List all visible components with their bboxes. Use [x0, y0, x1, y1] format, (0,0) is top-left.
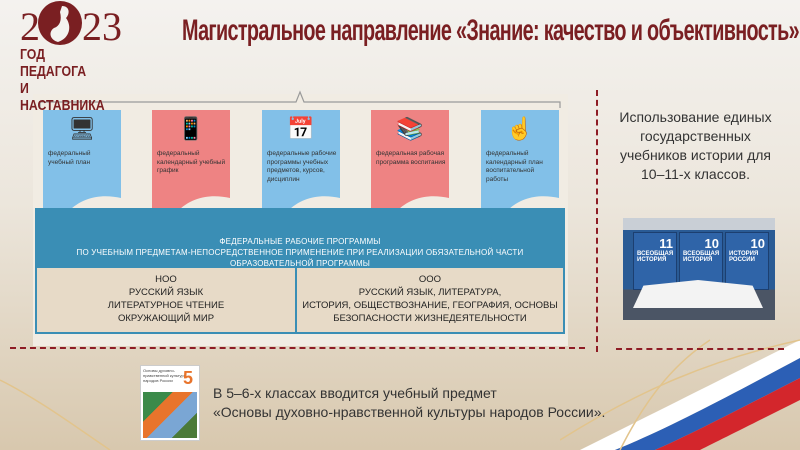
logo-line2: И НАСТАВНИКА — [20, 80, 105, 114]
flag-work-programs: 📅 федеральные рабочие программы учебных п… — [262, 110, 340, 212]
divider-dashed-vertical — [596, 90, 598, 352]
cover-grade: 5 — [182, 368, 193, 388]
divider-dashed-left — [10, 347, 585, 349]
flag-calendar-schedule: 📱 федеральный календарный учебный график — [152, 110, 230, 212]
bar-line2: по учебным предметам-непосредственное пр… — [76, 248, 524, 268]
cell-noo: НОО Русский язык Литературное чтение Окр… — [35, 266, 297, 334]
flag-upbringing-program: 📚 федеральная рабочая программа воспитани… — [371, 110, 449, 212]
divider-dashed-right — [616, 348, 784, 350]
page-title: Магистральное направление «Знание: качес… — [182, 14, 800, 47]
logo-2023-pelican: 2 23 — [20, 1, 122, 46]
flag-federal-curriculum: 🖥 федеральный учебный план — [43, 110, 121, 212]
cell-line: Русский язык, литература, — [358, 287, 502, 298]
book-grade: 10 — [704, 236, 719, 251]
history-textbooks-text: Использование единых государственных уче… — [619, 109, 772, 182]
flag-label: федеральный календарный учебный график — [157, 150, 226, 174]
cover-title: Основы духовно-нравственной культуры нар… — [143, 368, 187, 383]
logo-line1: ГОД ПЕДАГОГА — [20, 46, 87, 80]
odnknr-text: В 5–6-х классах вводится учебный предмет… — [213, 384, 605, 422]
teacher-computer-icon: 🖥 — [68, 116, 96, 141]
flag-label: федеральный учебный план — [48, 150, 91, 166]
book-title: ИСТОРИЯ РОССИИ — [729, 251, 759, 263]
flag-label: федеральная рабочая программа воспитания — [376, 150, 446, 166]
bar-line1: Федеральные рабочие программы — [219, 237, 381, 246]
cover-photos — [143, 392, 197, 438]
open-book — [633, 280, 763, 308]
book-grade: 11 — [659, 236, 673, 251]
federal-programs-bar: Федеральные рабочие программы по учебным … — [35, 208, 565, 268]
flag-label: федеральные рабочие программы учебных пр… — [267, 150, 337, 183]
odnknr-line2: «Основы духовно-нравственной культуры на… — [213, 404, 606, 420]
cell-line: Окружающий мир — [117, 313, 215, 324]
book-title: ВСЕОБЩАЯ ИСТОРИЯ — [637, 251, 674, 263]
cell-ooo: ООО Русский язык, литература, история, о… — [295, 266, 565, 334]
brace — [39, 90, 561, 108]
decor-lines-left — [0, 379, 111, 450]
book-grade: 10 — [750, 236, 765, 251]
phone-icon: 📱 — [177, 116, 205, 141]
calendar-icon: 📅 — [287, 116, 315, 141]
odnknr-textbook-cover: Основы духовно-нравственной культуры нар… — [140, 365, 200, 441]
svg-text:23: 23 — [82, 4, 122, 46]
cell-line: Литературное чтение — [107, 300, 225, 311]
odnknr-line1: В 5–6-х классах вводится учебный предмет — [213, 385, 497, 401]
cell-line: НОО — [155, 274, 177, 285]
cell-line: безопасности жизнедеятельности — [333, 313, 527, 324]
flag-label: федеральный календарный план воспитатель… — [486, 150, 543, 183]
svg-text:2: 2 — [20, 4, 40, 46]
flag-upbringing-plan: ☝ федеральный календарный план воспитател… — [481, 110, 559, 212]
cell-line: ООО — [418, 274, 442, 285]
network-hand-icon: ☝ — [506, 116, 534, 141]
book-title: ВСЕОБЩАЯ ИСТОРИЯ — [683, 251, 720, 263]
books-graduation-cap-icon: 📚 — [396, 116, 424, 141]
cell-line: история, обществознание, география, осно… — [302, 300, 558, 311]
cell-line: Русский язык — [128, 287, 204, 298]
